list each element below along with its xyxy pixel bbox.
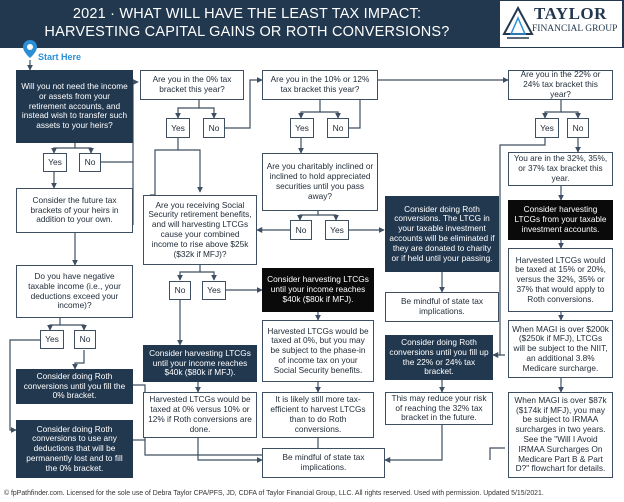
roth-fill-zero-bracket: Consider doing Roth conversions until yo… (16, 369, 133, 404)
no-zero-box: No (203, 118, 225, 138)
question-social-security-text: Are you receiving Social Security retire… (148, 199, 252, 259)
question-negative-income: Do you have negative taxable income (i.e… (16, 265, 133, 318)
yes-zero-text: Yes (171, 122, 185, 133)
roth-use-deductions-text: Consider doing Roth conversions to use a… (26, 423, 123, 473)
consider-heirs-text: Consider the future tax brackets of your… (30, 194, 119, 225)
magi-over-87k-irmaa: When MAGI is over $87k ($174k if MFJ), y… (508, 392, 613, 478)
taxed-zero-versus-roth: Harvested LTCGs would be taxed at 0% ver… (143, 392, 257, 438)
mindful-state-tax-bottom-text: Be mindful of state tax implications. (282, 452, 365, 472)
taxed-15-20-text: Harvested LTCGs would be taxed at 15% or… (515, 254, 606, 304)
question-22-24-text: Are you in the 22% or 24% tax bracket th… (520, 69, 601, 99)
question-zero-bracket-text: Are you in the 0% tax bracket this year? (152, 74, 232, 94)
yes-22-box: Yes (535, 118, 559, 138)
title-line-1: 2021 · WHAT WILL HAVE THE LEAST TAX IMPA… (72, 6, 422, 22)
yes-zero-box: Yes (166, 118, 190, 138)
still-more-tax-efficient: It is likely still more tax-efficient to… (262, 392, 374, 438)
yes-negative-text: Yes (45, 334, 59, 345)
yes-ss-box: Yes (202, 281, 226, 300)
no-22-text: No (572, 122, 584, 133)
question-ten-twelve-bracket: Are you in the 10% or 12% tax bracket th… (262, 70, 378, 100)
roth-fill-22-24-bracket: Consider doing Roth conversions until yo… (385, 335, 493, 380)
taylor-logo-icon (502, 5, 534, 39)
mindful-state-tax-middle-text: Be mindful of state tax implications. (400, 296, 484, 316)
no-zero-text: No (208, 122, 220, 133)
harvest-taxable-accounts-text: Consider harvesting LTCGs from your taxa… (514, 204, 607, 234)
question-zero-bracket: Are you in the 0% tax bracket this year? (140, 70, 244, 100)
yes-ten-box: Yes (290, 118, 314, 138)
start-here-label: Start Here (38, 52, 82, 62)
yes-ss-text: Yes (207, 285, 221, 296)
roth-charity-donated-text: Consider doing Roth conversions. The LTC… (389, 203, 495, 263)
question-ten-twelve-text: Are you in the 10% or 12% tax bracket th… (270, 74, 370, 94)
question-22-24-bracket: Are you in the 22% or 24% tax bracket th… (508, 69, 613, 100)
harvest-until-40k-right: Consider harvesting LTCGs until your inc… (262, 268, 374, 312)
no-22-box: No (567, 118, 589, 138)
no-ss-box: No (169, 281, 191, 300)
roth-fill-zero-text: Consider doing Roth conversions until yo… (23, 370, 126, 401)
in-32-35-37-text: You are in the 32%, 35%, or 37% tax brac… (513, 153, 608, 183)
still-more-tax-efficient-text: It is likely still more tax-efficient to… (270, 394, 366, 434)
logo-subtitle: FINANCIAL GROUP (532, 24, 618, 34)
question-charitably-inclined: Are you charitably inclined or inclined … (262, 153, 378, 211)
yes-heirs-text: Yes (48, 157, 62, 168)
mindful-state-tax-middle: Be mindful of state tax implications. (385, 292, 499, 322)
reduce-risk-32-bracket: This may reduce your risk of reaching th… (385, 392, 493, 425)
magi-over-87k-text: When MAGI is over $87k ($174k if MFJ), y… (514, 394, 607, 474)
location-pin-icon (23, 40, 37, 58)
no-negative-text: No (79, 334, 91, 345)
yes-ten-text: Yes (295, 122, 309, 133)
reduce-risk-32-text: This may reduce your risk of reaching th… (391, 392, 487, 423)
consider-heirs-brackets: Consider the future tax brackets of your… (16, 188, 133, 233)
roth-charity-donated: Consider doing Roth conversions. The LTC… (385, 196, 499, 272)
harvested-ss-phase-in-text: Harvested LTCGs would be taxed at 0%, bu… (267, 325, 369, 375)
title-line-2: HARVESTING CAPITAL GAINS OR ROTH CONVERS… (44, 24, 450, 40)
no-ten-box: No (327, 118, 349, 138)
question-charitably-inclined-text: Are you charitably inclined or inclined … (266, 161, 374, 201)
no-heirs-box: No (79, 153, 101, 172)
question-social-security: Are you receiving Social Security retire… (143, 195, 257, 265)
no-charity-box: No (290, 220, 312, 240)
question-no-need-income: Will you not need the income or assets f… (16, 70, 133, 143)
magi-over-200k-niit: When MAGI is over $200k ($250k if MFJ), … (508, 320, 613, 378)
title-bar: 2021 · WHAT WILL HAVE THE LEAST TAX IMPA… (0, 0, 624, 48)
yes-charity-text: Yes (330, 224, 344, 235)
logo-name: TAYLOR (534, 4, 607, 23)
yes-negative-box: Yes (40, 330, 64, 349)
question-negative-income-text: Do you have negative taxable income (i.e… (28, 270, 121, 311)
no-ten-text: No (332, 122, 344, 133)
roth-use-deductions: Consider doing Roth conversions to use a… (16, 420, 133, 478)
harvest-until-40k-left-text: Consider harvesting LTCGs until your inc… (149, 347, 251, 378)
yes-heirs-box: Yes (43, 153, 67, 172)
mindful-state-tax-bottom: Be mindful of state tax implications. (262, 448, 385, 478)
harvested-social-security-phase-in: Harvested LTCGs would be taxed at 0%, bu… (262, 320, 374, 382)
no-charity-text: No (295, 224, 307, 235)
no-ss-text: No (174, 285, 186, 296)
question-no-need-income-text: Will you not need the income or assets f… (21, 81, 128, 131)
yes-charity-box: Yes (325, 220, 349, 240)
no-heirs-text: No (84, 157, 96, 168)
in-32-35-37-bracket: You are in the 32%, 35%, or 37% tax brac… (508, 152, 613, 186)
company-logo: TAYLOR FINANCIAL GROUP (500, 1, 622, 47)
taxed-15-20-versus-roth: Harvested LTCGs would be taxed at 15% or… (508, 248, 613, 312)
footer-copyright: © fpPathfinder.com. Licensed for the sol… (4, 490, 544, 497)
yes-22-text: Yes (540, 122, 554, 133)
no-negative-box: No (74, 330, 96, 349)
magi-over-200k-text: When MAGI is over $200k ($250k if MFJ), … (512, 323, 609, 373)
harvest-until-40k-left: Consider harvesting LTCGs until your inc… (143, 345, 257, 382)
taxed-zero-versus-roth-text: Harvested LTCGs would be taxed at 0% ver… (148, 394, 252, 434)
roth-fill-22-24-text: Consider doing Roth conversions until yo… (389, 336, 489, 377)
harvest-until-40k-right-text: Consider harvesting LTCGs until your inc… (267, 274, 369, 304)
harvest-taxable-accounts: Consider harvesting LTCGs from your taxa… (508, 200, 613, 240)
